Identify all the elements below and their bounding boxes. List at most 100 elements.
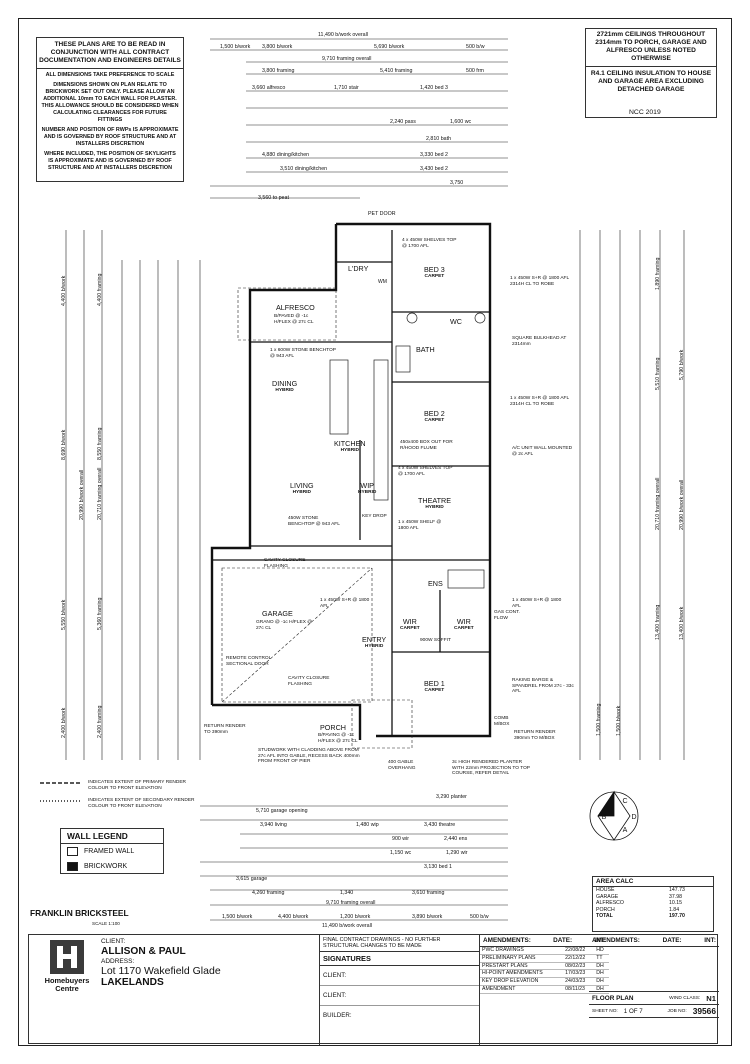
- compass-label-b: B: [602, 814, 607, 821]
- amendment-date: 22/12/22: [563, 954, 595, 963]
- plan-sheet: [18, 18, 732, 1046]
- amendment-date: 22/08/22: [563, 947, 595, 955]
- address-line-2: LAKELANDS: [101, 977, 164, 988]
- label-render-secondary: INDICATES EXTENT OF SECONDARY RENDER COL…: [88, 798, 195, 809]
- porch-outline: [351, 699, 413, 749]
- room-bed1-floor: CARPET: [424, 688, 445, 693]
- dim-right-6: 13,400 framing: [655, 604, 661, 640]
- label-cavity-2: CAVITY CLOSURE FLASHING: [288, 676, 330, 687]
- room-dining-label: DINING: [272, 379, 298, 388]
- amendments-2-int-header: INT:: [704, 937, 716, 944]
- area-value: 37.98: [668, 893, 682, 900]
- room-laundry: L'DRY: [348, 264, 369, 273]
- room-dining-floor: HYBRID: [275, 388, 294, 393]
- company-name: Homebuyers Centre: [44, 976, 90, 993]
- room-wc: WC: [450, 317, 462, 326]
- dim-bed2-1: 3,330 bed 2: [420, 152, 448, 158]
- dim-stair: 1,710 stair: [334, 85, 359, 91]
- bath-vanity: [395, 345, 411, 373]
- note-rwp: NUMBER AND POSITION OF RWPs IS APPROXIMA…: [41, 127, 179, 147]
- amendment-int: TT: [594, 954, 609, 963]
- dim-right-1: 1,890 framing: [655, 257, 661, 290]
- dim-bottom-garage-opening: 5,710 garage opening: [256, 808, 308, 814]
- address-label: ADDRESS:: [101, 958, 135, 965]
- area-value: 197.70: [668, 913, 685, 920]
- ceiling-notes: 2721mm CEILINGS THROUGHOUT 2314mm TO POR…: [585, 28, 717, 118]
- dim-bottom-garage: 3,615 garage: [236, 876, 268, 882]
- external-wall-west: [210, 224, 338, 705]
- area-value: 147.73: [668, 887, 685, 893]
- area-name: TOTAL: [596, 913, 613, 920]
- amendment-name: HI-POINT AMENDMENTS: [480, 969, 564, 979]
- room-porch: PORCH: [320, 723, 346, 732]
- dim-pass: 2,240 pass: [390, 119, 416, 125]
- label-wip-shelves: 4 x 450W SHELVES TOP @ 1700 AFL: [398, 466, 453, 477]
- amendment-date: 08/02/23: [563, 962, 595, 971]
- label-remote: REMOTE CONTROL SECTIONAL DOOR: [226, 656, 272, 667]
- wind-class-label: WIND CLASS:: [669, 995, 701, 1001]
- dim-left-4: 5,550 b/work: [61, 599, 67, 630]
- amendments-table-2: AMENDMENTS: DATE: INT:: [589, 935, 719, 1045]
- builder-signature: BUILDER:: [323, 1012, 352, 1019]
- compass-arrow: [597, 790, 615, 817]
- dim-bottom-ens: 2,440 ens: [444, 836, 468, 842]
- notes-header: THESE PLANS ARE TO BE READ IN CONJUNCTIO…: [37, 38, 183, 69]
- signatures-title: SIGNATURES: [320, 952, 479, 966]
- room-ensuite: ENS: [428, 579, 443, 588]
- amendment-name: PWC DRAWINGS: [480, 947, 564, 955]
- ncc-label: NCC 2019: [629, 109, 661, 116]
- dim-top-framing-2: 5,410 framing: [380, 68, 413, 74]
- label-soffit: 900W SOFFIT: [420, 638, 451, 643]
- dim-bottom-wir: 900 wir: [392, 836, 410, 842]
- ceiling-height-note: 2721mm CEILINGS THROUGHOUT 2314mm TO POR…: [595, 31, 707, 62]
- area-value: 1.84: [668, 906, 680, 913]
- legend-brick-label: BRICKWORK: [84, 863, 128, 870]
- dim-bottom-overall: 11,490 b/work overall: [322, 923, 372, 929]
- amendment-name: PRELIMINARY PLANS: [480, 954, 564, 963]
- dim-alfresco: 3,660 alfresco: [252, 85, 286, 91]
- amendment-int: DH: [594, 969, 609, 979]
- label-stone-bench-1: 1 x 600W STONE BENCHTOP @ 943 AFL: [270, 348, 336, 359]
- dim-wc: 1,600 wc: [450, 119, 472, 125]
- room-theatre-floor: HYBRID: [425, 505, 444, 510]
- sheet-no-value: 1 OF 7: [623, 1007, 643, 1015]
- dim-right-9: 1,500 b/work: [616, 705, 622, 736]
- room-garage: GARAGE: [262, 609, 293, 618]
- amendments-int-header: INT:: [594, 937, 606, 944]
- dim-bottom-bwork-1: 1,500 b/work: [222, 914, 253, 920]
- label-bulkhead: SQUARE BULKHEAD AT 2314mm: [512, 336, 567, 347]
- label-robe-2: 1 x 450W S+R @ 1800 AFL 2314H CL TO ROBE: [510, 396, 569, 407]
- final-contract-note: FINAL CONTRACT DRAWINGS - NO FURTHER STR…: [320, 935, 479, 952]
- client-label: CLIENT:: [101, 938, 126, 945]
- compass-rose: [589, 790, 639, 841]
- company-logo: Homebuyers Centre: [37, 939, 97, 999]
- label-return-render-2: RETURN RENDER 390mm TO M/BOX: [514, 730, 556, 741]
- legend-brick-row: BRICKWORK: [61, 859, 163, 874]
- label-render-primary: INDICATES EXTENT OF PRIMARY RENDER COLOU…: [88, 780, 186, 791]
- dim-left-5: 2,400 b/work: [61, 707, 67, 738]
- dim-right-3: 5,790 b/work: [679, 349, 685, 380]
- label-theatre-shelf: 1 x 450W SHELF @ 1800 AFL: [398, 520, 442, 531]
- client-signature-2: CLIENT:: [320, 986, 479, 1006]
- compass-label-a: A: [623, 827, 628, 834]
- amendments-date-header: DATE:: [553, 937, 573, 944]
- brickwork-swatch: [67, 862, 78, 871]
- wall-legend: WALL LEGEND FRAMED WALL BRICKWORK: [60, 828, 164, 874]
- sheet-no-label: SHEET NO:: [592, 1008, 618, 1014]
- room-wip-label: WIP: [360, 481, 374, 490]
- house-name: FRANKLIN BRICKSTEEL: [30, 908, 129, 918]
- job-no-label: JOB NO:: [667, 1008, 687, 1014]
